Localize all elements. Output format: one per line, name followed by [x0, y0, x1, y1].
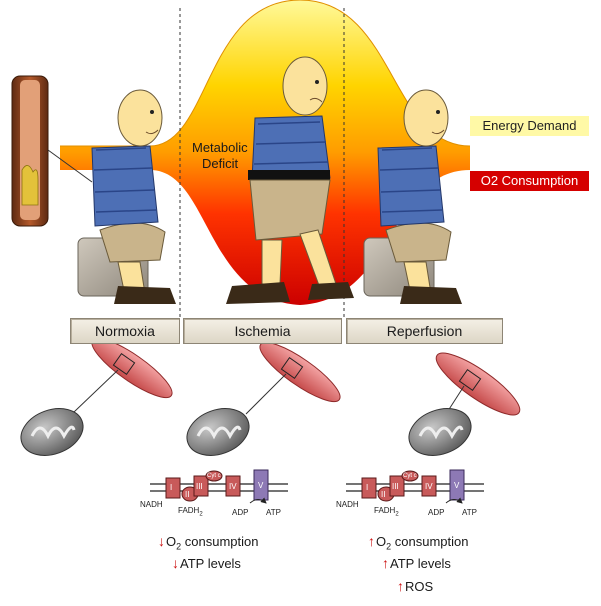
complex-iii-label: III	[392, 482, 399, 491]
complex-i-label: I	[170, 483, 173, 492]
metabolic-deficit-line1: Metabolic	[192, 140, 248, 155]
complex-iv-label: IV	[425, 482, 433, 491]
mitochondrion-icon	[20, 408, 84, 456]
arrow-up-icon: ↑	[397, 578, 404, 594]
fadh-label: FADH2	[374, 506, 399, 518]
arrow-down-icon: ↓	[158, 533, 165, 549]
muscle-icon	[435, 352, 521, 416]
walking-man-icon	[226, 56, 354, 304]
o2-consumption-legend: O2 Consumption	[470, 171, 589, 191]
reperfusion-atp-readout: ↑ATP levels	[382, 555, 451, 571]
muscle-icon	[245, 341, 341, 415]
nadh-label: NADH	[140, 500, 163, 509]
reperfusion-o2-readout: ↑O2 consumption	[368, 533, 469, 552]
reperfusion-ros-readout: ↑ROS	[397, 578, 434, 594]
seated-man-icon	[363, 89, 462, 304]
phase-label-ischemia: Ischemia	[183, 318, 342, 344]
cyt-c-label: Cyt c	[403, 473, 417, 479]
ischemia-atp-readout: ↓ATP levels	[172, 555, 241, 571]
adp-label: ADP	[232, 508, 249, 517]
mitochondrion-icon	[186, 408, 250, 456]
complex-ii-label: II	[185, 490, 190, 499]
cyt-c-label: Cyt c	[207, 473, 221, 479]
fadh-label: FADH2	[178, 506, 203, 518]
arrow-down-icon: ↓	[172, 555, 179, 571]
complex-iii-label: III	[196, 482, 203, 491]
etc-icon	[346, 469, 484, 504]
metabolic-deficit-label: Metabolic Deficit	[192, 140, 248, 172]
vessel-icon	[11, 75, 93, 227]
complex-v-label: V	[258, 481, 264, 490]
etc-icon	[150, 469, 288, 504]
atp-label: ATP	[462, 508, 477, 517]
adp-label: ADP	[428, 508, 445, 517]
atp-label: ATP	[266, 508, 281, 517]
ischemia-o2-readout: ↓O2 consumption	[158, 533, 259, 552]
complex-i-label: I	[366, 483, 369, 492]
complex-iv-label: IV	[229, 482, 237, 491]
nadh-label: NADH	[336, 500, 359, 509]
arrow-up-icon: ↑	[368, 533, 375, 549]
complex-v-label: V	[454, 481, 460, 490]
seated-man-icon	[77, 89, 176, 304]
phase-label-normoxia: Normoxia	[70, 318, 180, 344]
phase-label-reperfusion: Reperfusion	[346, 318, 503, 344]
mitochondrion-icon	[408, 408, 472, 456]
arrow-up-icon: ↑	[382, 555, 389, 571]
complex-ii-label: II	[381, 490, 386, 499]
energy-demand-legend: Energy Demand	[470, 116, 589, 136]
metabolic-deficit-line2: Deficit	[202, 156, 239, 171]
